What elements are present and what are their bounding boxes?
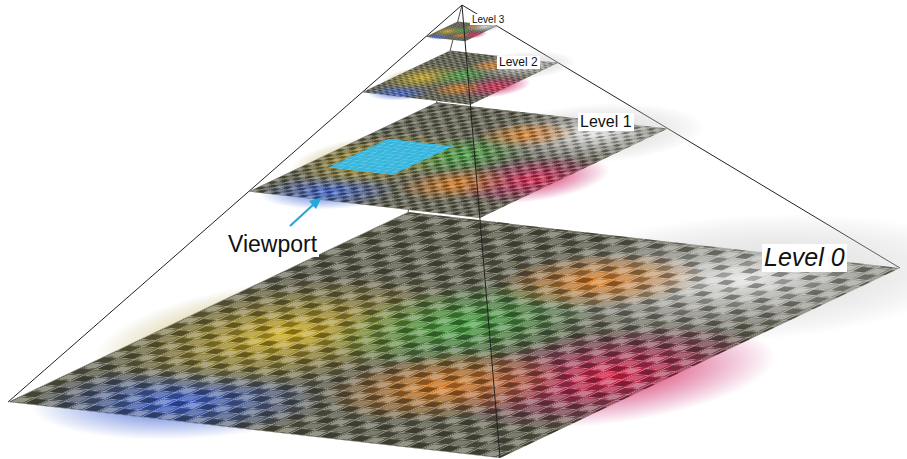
level-label: Level 1 [578,113,634,131]
level-label: Level 0 [762,244,847,272]
level-label: Level 2 [497,56,540,69]
level-label: Level 3 [470,14,506,25]
viewport-label: Viewport [226,232,319,257]
